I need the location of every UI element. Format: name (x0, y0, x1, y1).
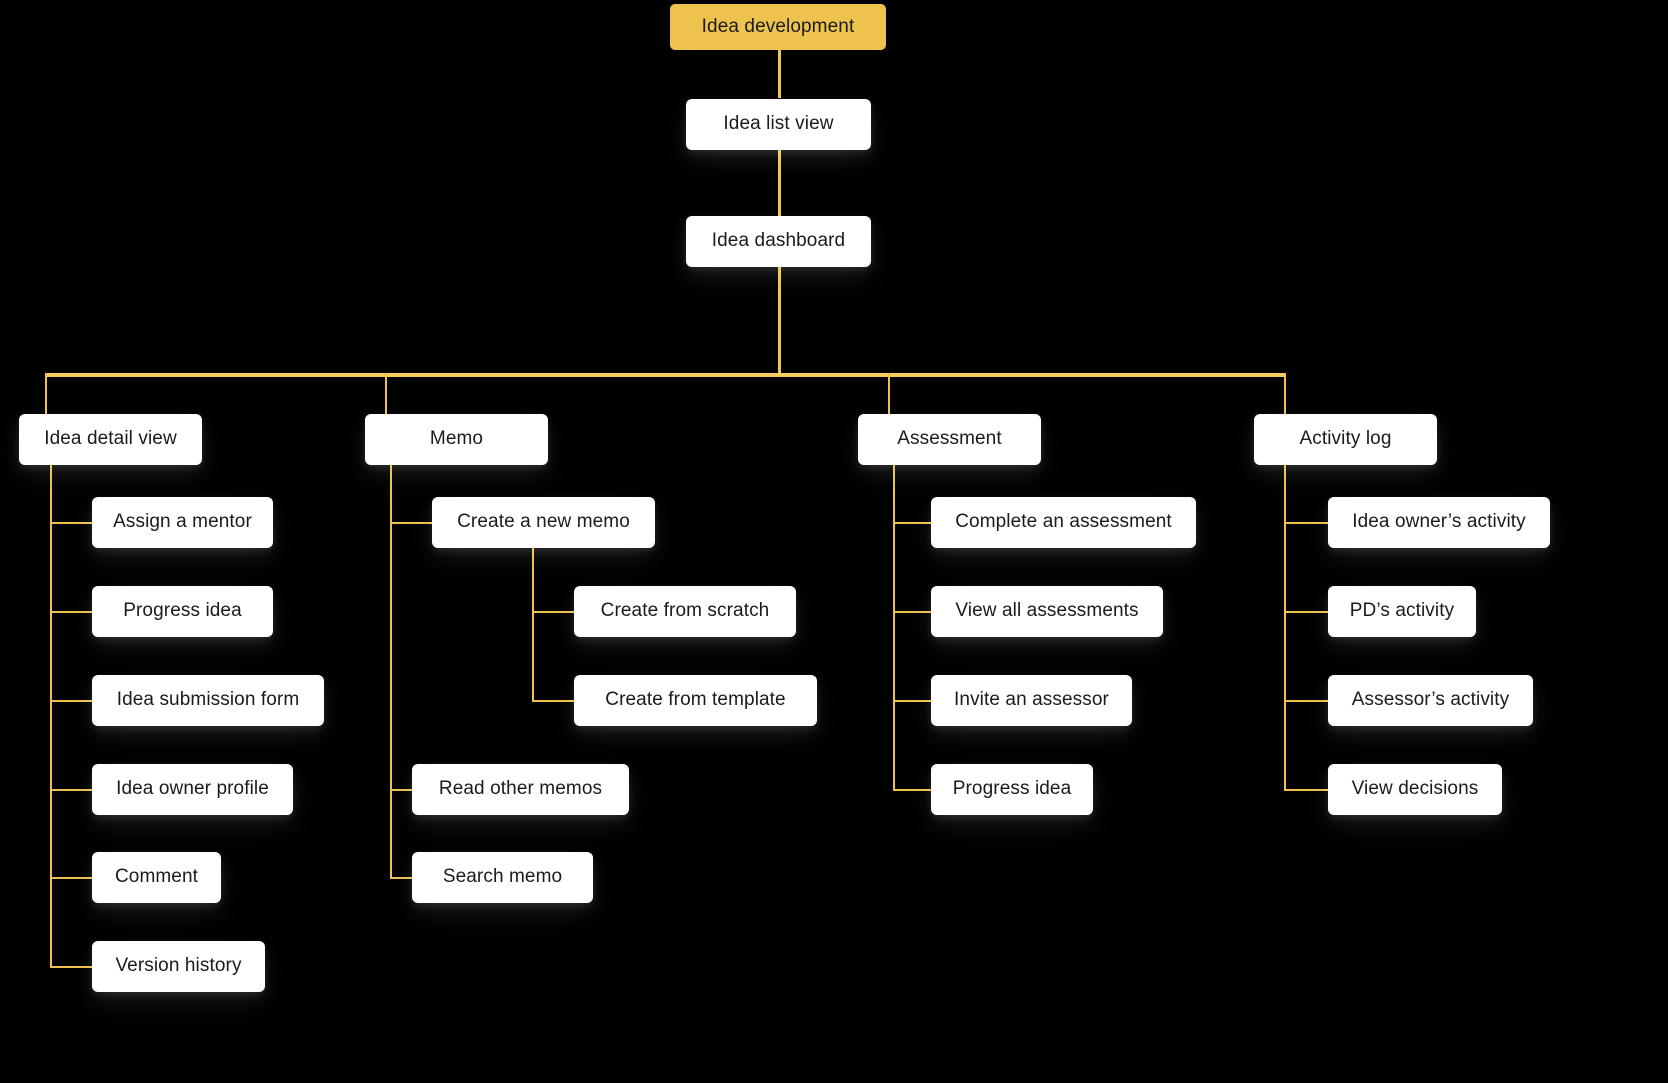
node-idea-detail-view[interactable]: Idea detail view (19, 414, 202, 465)
node-comment[interactable]: Comment (92, 852, 221, 903)
connector-create-a-new-memo-child-1 (532, 700, 574, 702)
node-complete-an-assessment[interactable]: Complete an assessment (931, 497, 1196, 548)
node-idea-submission-form[interactable]: Idea submission form (92, 675, 324, 726)
node-assign-a-mentor[interactable]: Assign a mentor (92, 497, 273, 548)
connector-idea-list-to-dashboard (778, 150, 781, 216)
connector-idea-detail-view-child-0 (50, 522, 92, 524)
connector-bus-to-assessment (888, 373, 890, 419)
connector-bus-to-activity-log (1284, 373, 1286, 419)
node-version-history[interactable]: Version history (92, 941, 265, 992)
connector-spine-create-a-new-memo (532, 546, 534, 702)
connector-bus-to-idea-detail-view (45, 373, 47, 419)
connector-idea-detail-view-child-1 (50, 611, 92, 613)
connector-create-a-new-memo-child-0 (532, 611, 574, 613)
connector-idea-detail-view-child-2 (50, 700, 92, 702)
connector-spine-activity-log (1284, 462, 1286, 791)
connector-activity-log-child-1 (1284, 611, 1328, 613)
node-idea-dashboard[interactable]: Idea dashboard (686, 216, 871, 267)
node-idea-development[interactable]: Idea development (670, 4, 886, 50)
node-create-a-new-memo[interactable]: Create a new memo (432, 497, 655, 548)
node-search-memo[interactable]: Search memo (412, 852, 593, 903)
node-create-from-scratch[interactable]: Create from scratch (574, 586, 796, 637)
connector-activity-log-child-0 (1284, 522, 1328, 524)
node-idea-owners-activity[interactable]: Idea owner’s activity (1328, 497, 1550, 548)
node-view-decisions[interactable]: View decisions (1328, 764, 1502, 815)
connector-assessment-child-3 (893, 789, 935, 791)
node-progress-idea-detail[interactable]: Progress idea (92, 586, 273, 637)
connector-dashboard-to-bus (778, 266, 781, 375)
connector-activity-log-child-2 (1284, 700, 1328, 702)
connector-branch-bus (45, 373, 1286, 377)
connector-assessment-child-0 (893, 522, 935, 524)
connector-assessment-child-1 (893, 611, 935, 613)
connector-memo-child-1 (390, 789, 412, 791)
node-create-from-template[interactable]: Create from template (574, 675, 817, 726)
connector-assessment-child-2 (893, 700, 935, 702)
node-idea-owner-profile[interactable]: Idea owner profile (92, 764, 293, 815)
node-memo[interactable]: Memo (365, 414, 548, 465)
node-progress-idea-assessment[interactable]: Progress idea (931, 764, 1093, 815)
connector-spine-memo (390, 462, 392, 879)
connector-memo-child-0 (390, 522, 432, 524)
connector-spine-assessment (893, 462, 895, 791)
connector-root-to-idea-list (778, 50, 781, 98)
connector-memo-child-2 (390, 877, 412, 879)
node-assessment[interactable]: Assessment (858, 414, 1041, 465)
node-read-other-memos[interactable]: Read other memos (412, 764, 629, 815)
node-pds-activity[interactable]: PD’s activity (1328, 586, 1476, 637)
node-view-all-assessments[interactable]: View all assessments (931, 586, 1163, 637)
connector-spine-idea-detail-view (50, 462, 52, 968)
node-activity-log[interactable]: Activity log (1254, 414, 1437, 465)
node-invite-an-assessor[interactable]: Invite an assessor (931, 675, 1132, 726)
node-idea-list-view[interactable]: Idea list view (686, 99, 871, 150)
connector-idea-detail-view-child-5 (50, 966, 92, 968)
connector-idea-detail-view-child-4 (50, 877, 92, 879)
connector-bus-to-memo (385, 373, 387, 419)
node-assessors-activity[interactable]: Assessor’s activity (1328, 675, 1533, 726)
connector-idea-detail-view-child-3 (50, 789, 92, 791)
connector-activity-log-child-3 (1284, 789, 1328, 791)
